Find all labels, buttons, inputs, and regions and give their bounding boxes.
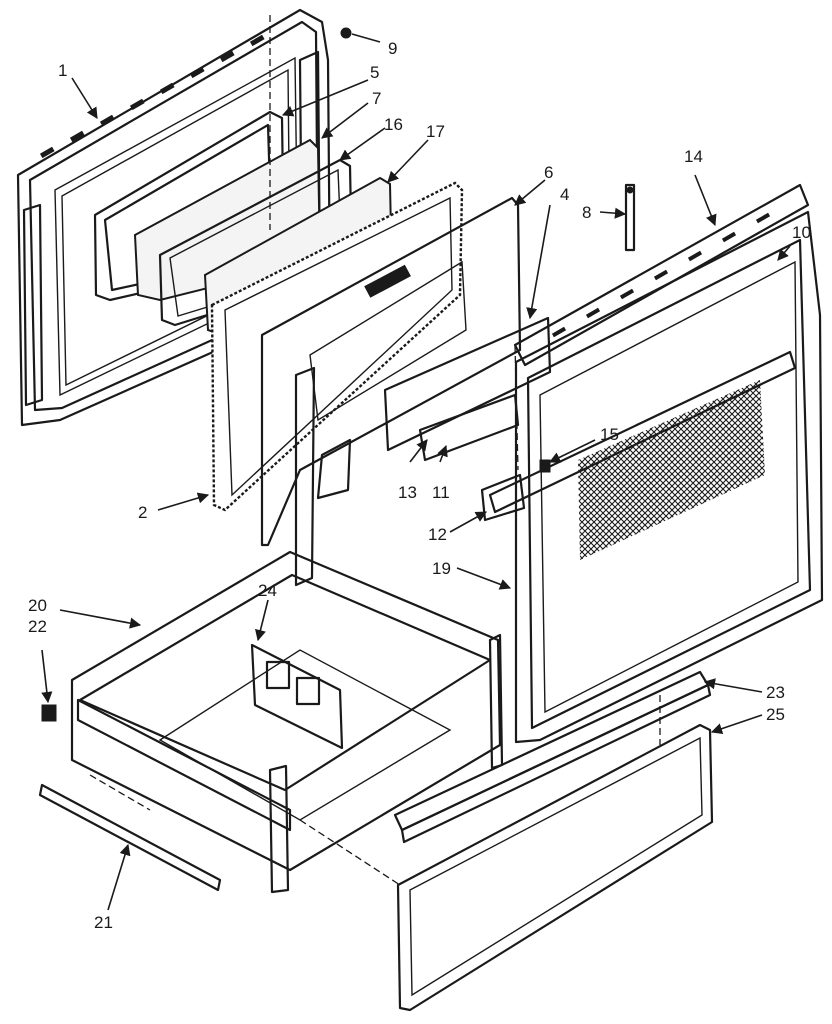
callout-19: 19	[432, 559, 451, 578]
callout-10: 10	[792, 223, 811, 242]
callout-7: 7	[372, 89, 381, 108]
callout-17: 17	[426, 122, 445, 141]
hinge-pin-part	[624, 183, 636, 252]
callout-12: 12	[428, 525, 447, 544]
callout-25: 25	[766, 705, 785, 724]
callout-8: 8	[582, 203, 591, 222]
screw-part	[340, 27, 381, 43]
callout-14: 14	[684, 147, 703, 166]
callout-leaders	[41, 77, 791, 911]
drawer-clip	[41, 704, 57, 722]
callout-24: 24	[258, 581, 277, 600]
front-door-panel	[514, 210, 824, 744]
callout-15: 15	[600, 425, 619, 444]
callout-21: 21	[94, 913, 113, 932]
inner-door-liner	[260, 196, 522, 547]
callout-4: 4	[560, 185, 569, 204]
callout-22: 22	[28, 617, 47, 636]
callout-9: 9	[388, 39, 397, 58]
callout-23: 23	[766, 683, 785, 702]
assembly-guide-lines	[89, 15, 661, 886]
callout-6: 6	[544, 163, 553, 182]
callout-labels: 1 5 9 7 16 17 6 4 8 14 10 15 13 11 12 19…	[28, 39, 811, 932]
drawer-rail	[38, 783, 222, 892]
door-handle	[480, 350, 797, 522]
callout-13: 13	[398, 483, 417, 502]
callout-2: 2	[138, 503, 147, 522]
callout-11: 11	[432, 483, 450, 502]
callout-5: 5	[370, 63, 379, 82]
drawer-front-panel	[396, 723, 714, 1012]
callout-1: 1	[58, 61, 67, 80]
drawer-bracket	[250, 643, 344, 750]
top-vent-trim	[513, 183, 810, 367]
callout-20: 20	[28, 596, 47, 615]
door-insulation	[210, 181, 464, 512]
side-trim-strip	[294, 366, 316, 587]
callout-16: 16	[384, 115, 403, 134]
